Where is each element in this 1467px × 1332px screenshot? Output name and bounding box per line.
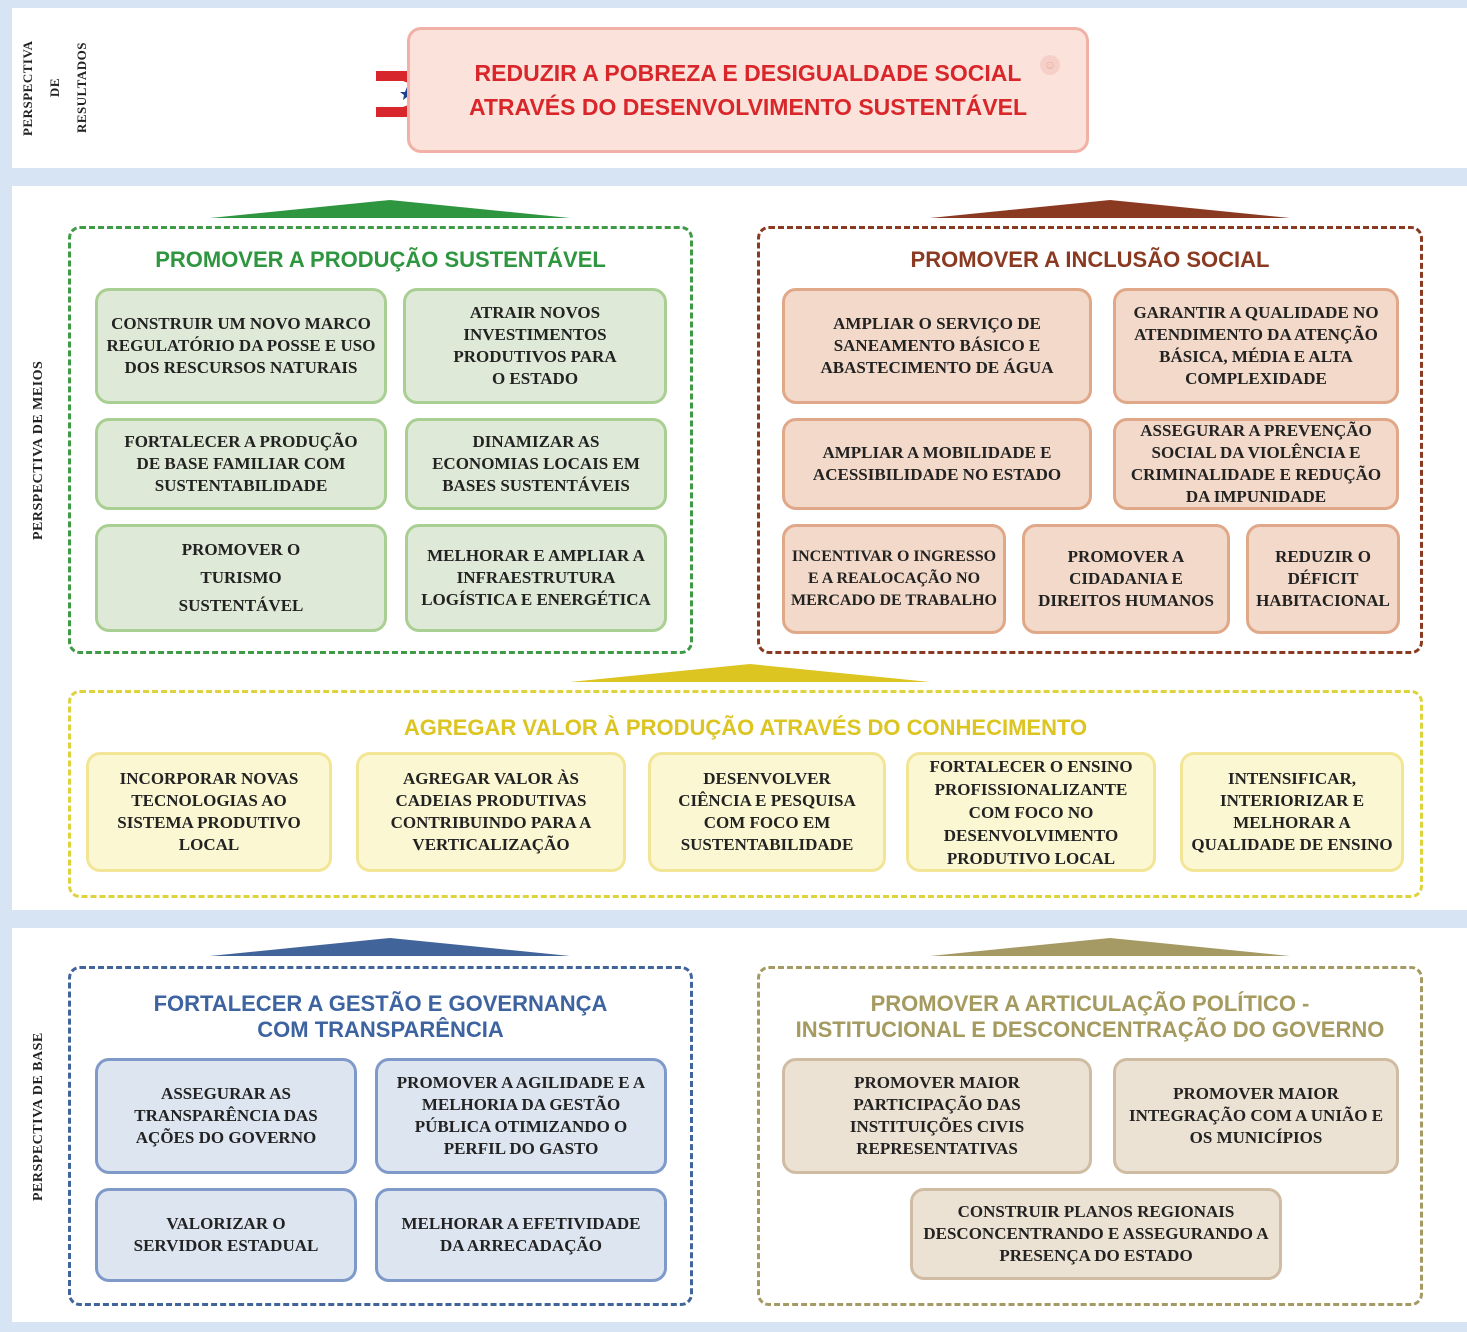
main-goal-box: REDUZIR A POBREZA E DESIGUALDADE SOCIAL … [407, 27, 1089, 153]
card-planos-regionais: CONSTRUIR PLANOS REGIONAIS DESCONCENTRAN… [910, 1188, 1282, 1280]
band-divider-bottom [0, 1322, 1467, 1332]
card-cadeias-produtivas: AGREGAR VALOR ÀS CADEIAS PRODUTIVAS CONT… [356, 752, 626, 872]
group-gestao-title: FORTALECER A GESTÃO E GOVERNANÇA COM TRA… [71, 991, 690, 1043]
arrow-blue-triangle [210, 938, 570, 956]
group-gestao-governanca: FORTALECER A GESTÃO E GOVERNANÇA COM TRA… [68, 966, 693, 1306]
card-ciencia-pesquisa: DESENVOLVER CIÊNCIA E PESQUISA COM FOCO … [648, 752, 886, 872]
group-inclusao-title: PROMOVER A INCLUSÃO SOCIAL [910, 247, 1270, 272]
goal-line-2: ATRAVÉS DO DESENVOLVIMENTO SUSTENTÁVEL [468, 94, 1028, 120]
card-atencao-basica: GARANTIR A QUALIDADE NO ATENDIMENTO DA A… [1113, 288, 1399, 404]
card-agilidade-gestao: PROMOVER A AGILIDADE E A MELHORIA DA GES… [375, 1058, 667, 1174]
card-marco-regulatorio: CONSTRUIR UM NOVO MARCO REGULATÓRIO DA P… [95, 288, 387, 404]
card-ensino-profissionalizante: FORTALECER O ENSINO PROFISSIONALIZANTE C… [906, 752, 1156, 872]
arrow-yellow-triangle [570, 664, 930, 682]
band-divider-top [0, 0, 1467, 8]
card-servidor-estadual: VALORIZAR O SERVIDOR ESTADUAL [95, 1188, 357, 1282]
group-articulacao-title-line1: PROMOVER A ARTICULAÇÃO POLÍTICO - [870, 991, 1310, 1016]
perspective-results-word1: PERSPECTIVA [20, 40, 35, 136]
perspective-means-label: PERSPECTIVA DE MEIOS [31, 360, 46, 540]
arrow-brown-triangle [930, 200, 1290, 218]
group-conhecimento-title: AGREGAR VALOR À PRODUÇÃO ATRAVÉS DO CONH… [403, 715, 1088, 740]
card-infraestrutura: MELHORAR E AMPLIAR A INFRAESTRUTURA LOGÍ… [405, 524, 667, 632]
card-prevencao-violencia: ASSEGURAR A PREVENÇÃO SOCIAL DA VIOLÊNCI… [1113, 418, 1399, 510]
group-producao-sustentavel: PROMOVER A PRODUÇÃO SUSTENTÁVEL [68, 226, 693, 654]
perspective-results-word3: RESULTADOS [74, 42, 89, 134]
card-saneamento: AMPLIAR O SERVIÇO DE SANEAMENTO BÁSICO E… [782, 288, 1092, 404]
card-arrecadacao: MELHORAR A EFETIVIDADE DA ARRECADAÇÃO [375, 1188, 667, 1282]
smiley-icon: ☺ [1040, 55, 1060, 75]
card-integracao-uniao: PROMOVER MAIOR INTEGRAÇÃO COM A UNIÃO E … [1113, 1058, 1399, 1174]
perspective-results-label: PERSPECTIVA DE RESULTADOS [20, 22, 90, 154]
card-deficit-habitacional: REDUZIR O DÉFICIT HABITACIONAL [1246, 524, 1400, 634]
card-mercado-trabalho: INCENTIVAR O INGRESSO E A REALOCAÇÃO NO … [782, 524, 1006, 634]
card-novas-tecnologias: INCORPORAR NOVAS TECNOLOGIAS AO SISTEMA … [86, 752, 332, 872]
group-articulacao-title: PROMOVER A ARTICULAÇÃO POLÍTICO - INSTIT… [760, 991, 1420, 1043]
group-gestao-title-line1: FORTALECER A GESTÃO E GOVERNANÇA [153, 991, 608, 1016]
band-divider-2 [0, 910, 1467, 928]
goal-line-1: REDUZIR A POBREZA E DESIGUALDADE SOCIAL [474, 60, 1022, 86]
group-conhecimento: AGREGAR VALOR À PRODUÇÃO ATRAVÉS DO CONH… [68, 690, 1423, 898]
group-gestao-title-line2: COM TRANSPARÊNCIA [257, 1017, 504, 1042]
card-turismo: PROMOVER O TURISMO SUSTENTÁVEL [95, 524, 387, 632]
band-divider-left [0, 0, 12, 1332]
perspective-base-label: PERSPECTIVA DE BASE [31, 1032, 46, 1202]
card-economias-locais: DINAMIZAR AS ECONOMIAS LOCAIS EM BASES S… [405, 418, 667, 510]
group-articulacao: PROMOVER A ARTICULAÇÃO POLÍTICO - INSTIT… [757, 966, 1423, 1306]
perspective-results-word2: DE [47, 78, 62, 98]
arrow-olive-triangle [930, 938, 1290, 956]
group-inclusao-social: PROMOVER A INCLUSÃO SOCIAL [757, 226, 1423, 654]
card-mobilidade: AMPLIAR A MOBILIDADE E ACESSIBILIDADE NO… [782, 418, 1092, 510]
group-producao-title: PROMOVER A PRODUÇÃO SUSTENTÁVEL [155, 247, 606, 272]
card-atrair-investimentos: ATRAIR NOVOS INVESTIMENTOS PRODUTIVOS PA… [403, 288, 667, 404]
arrow-green-triangle [210, 200, 570, 218]
card-participacao-civil: PROMOVER MAIOR PARTICIPAÇÃO DAS INSTITUI… [782, 1058, 1092, 1174]
card-qualidade-ensino: INTENSIFICAR, INTERIORIZAR E MELHORAR A … [1180, 752, 1404, 872]
card-producao-familiar: FORTALECER A PRODUÇÃO DE BASE FAMILIAR C… [95, 418, 387, 510]
band-divider-1 [0, 168, 1467, 186]
group-articulacao-title-line2: INSTITUCIONAL E DESCONCENTRAÇÃO DO GOVER… [795, 1017, 1385, 1042]
card-cidadania: PROMOVER A CIDADANIA E DIREITOS HUMANOS [1022, 524, 1230, 634]
card-transparencia: ASSEGURAR AS TRANSPARÊNCIA DAS AÇÕES DO … [95, 1058, 357, 1174]
